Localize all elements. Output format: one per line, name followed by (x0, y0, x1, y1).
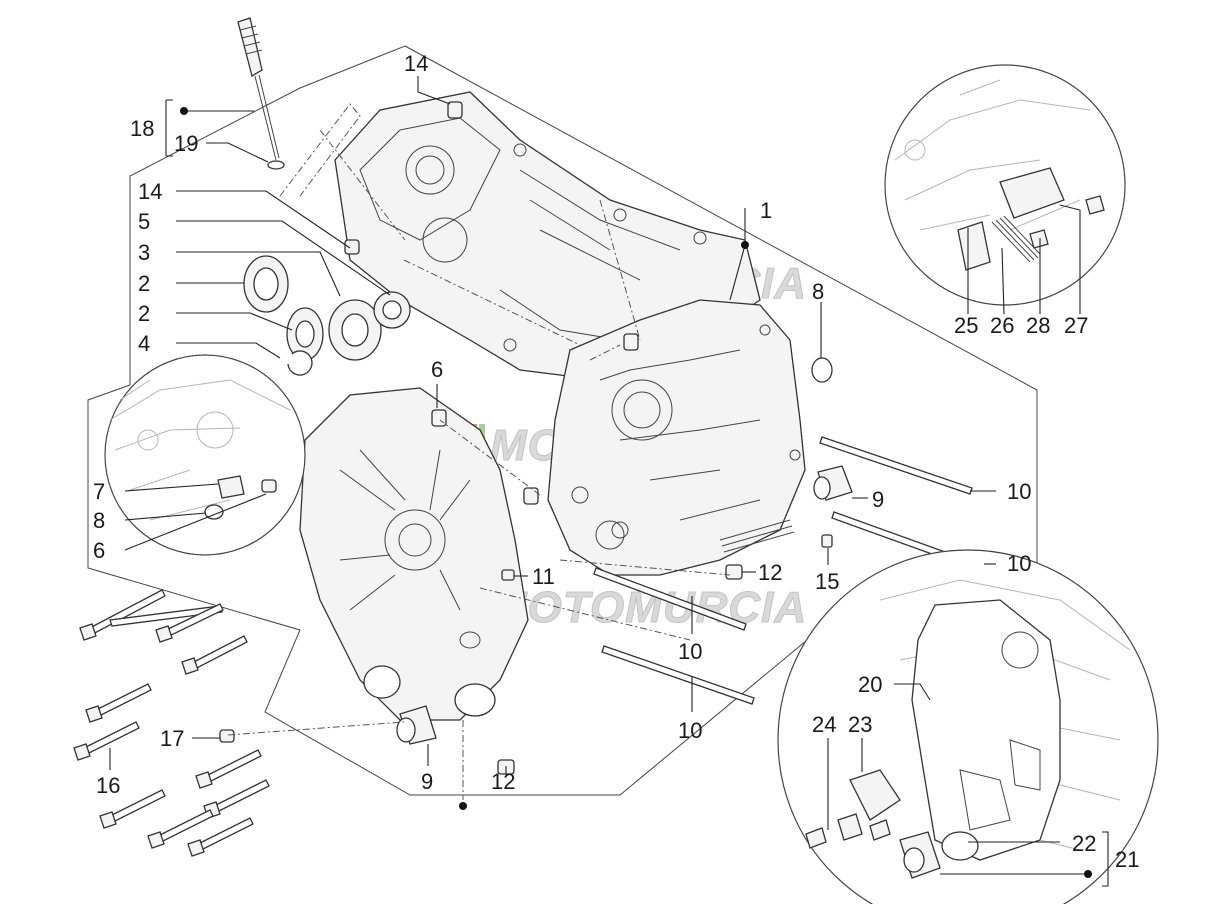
callout-6: 6 (431, 357, 443, 382)
callout-1: 1 (760, 198, 772, 223)
callout-2: 2 (138, 271, 150, 296)
detail-inset-bottom-right (777, 549, 1159, 904)
stud-part (819, 436, 973, 495)
detail-inset-top-right (884, 64, 1126, 306)
kit-indicator-dot (180, 107, 188, 115)
crankcase-half-rear (334, 91, 761, 381)
callout-5: 5 (138, 209, 150, 234)
callout-27: 27 (1064, 313, 1088, 338)
callout-23: 23 (848, 712, 872, 737)
detail-inset-left (104, 354, 306, 556)
callout-10: 10 (678, 639, 702, 664)
callout-10: 10 (678, 718, 702, 743)
callout-26: 26 (990, 313, 1014, 338)
leader-lines (109, 76, 1109, 887)
callout-16: 16 (96, 773, 120, 798)
callout-28: 28 (1026, 313, 1050, 338)
callout-15: 15 (815, 569, 839, 594)
dowel-pin (523, 487, 539, 505)
callout-10: 10 (1007, 479, 1031, 504)
circlip-part (287, 350, 313, 376)
callout-11: 11 (532, 564, 555, 589)
callout-12: 12 (491, 769, 515, 794)
bearing-part (243, 255, 289, 313)
kit-indicator-dot (1084, 870, 1092, 878)
callout-10: 10 (1007, 551, 1031, 576)
callout-14: 14 (404, 51, 428, 76)
callout-6: 6 (93, 538, 105, 563)
dowel-pin (623, 333, 639, 351)
dipstick-part (237, 17, 285, 170)
dowel-pin (447, 101, 463, 119)
callout-12: 12 (758, 560, 782, 585)
dowel-pin (344, 239, 360, 255)
dowel-pin (431, 409, 447, 427)
dowel-pin (219, 729, 235, 743)
callout-8: 8 (812, 279, 824, 304)
callout-18: 18 (130, 116, 154, 141)
silent-block-part (396, 705, 437, 745)
callout-20: 20 (858, 672, 882, 697)
crankcase-half-front (547, 299, 806, 576)
callout-22: 22 (1072, 831, 1096, 856)
silent-block-part (813, 465, 853, 501)
callout-14: 14 (138, 179, 162, 204)
dowel-pin (821, 534, 833, 548)
dowel-pin (725, 564, 743, 580)
stud-part (601, 645, 755, 705)
callout-8: 8 (93, 508, 105, 533)
callout-2: 2 (138, 301, 150, 326)
o-ring-part (811, 357, 833, 383)
dowel-pin (501, 569, 515, 581)
kit-indicator-dot (741, 241, 749, 249)
callout-9: 9 (872, 487, 884, 512)
kit-indicator-dot (459, 802, 467, 810)
callout-24: 24 (812, 712, 836, 737)
bolt-set (73, 589, 270, 857)
callout-25: 25 (954, 313, 978, 338)
bearing-part (328, 299, 382, 361)
oil-seal-part (373, 291, 411, 329)
callout-17: 17 (160, 726, 184, 751)
callout-3: 3 (138, 240, 150, 265)
callout-7: 7 (93, 479, 105, 504)
callout-9: 9 (421, 769, 433, 794)
alignment-lines (227, 103, 731, 800)
stud-part (593, 567, 747, 631)
crankcase-cover (299, 387, 529, 721)
callout-19: 19 (174, 131, 198, 156)
callout-4: 4 (138, 331, 150, 356)
callout-21: 21 (1115, 847, 1139, 872)
